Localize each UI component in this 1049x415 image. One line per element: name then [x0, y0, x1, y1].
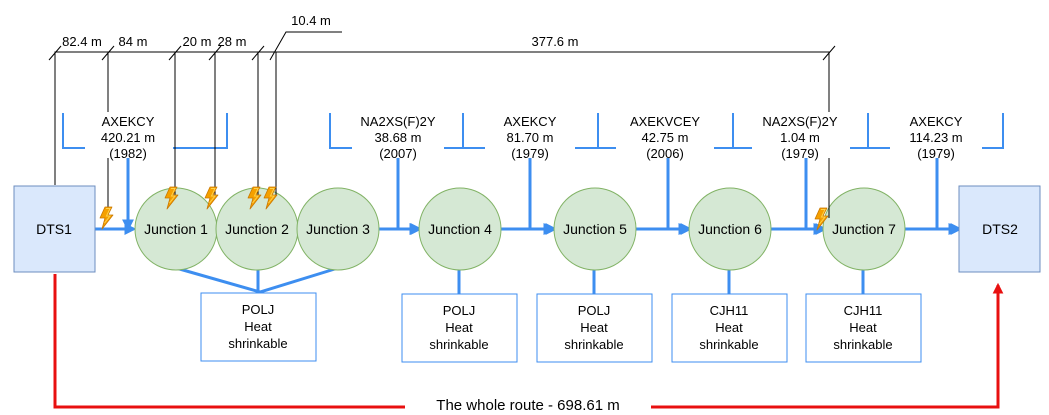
junction-node[interactable]	[553, 187, 637, 271]
cable-year: (1979)	[511, 146, 549, 161]
joint-model: POLJ	[443, 303, 476, 318]
joint-type: Heat	[715, 320, 743, 335]
dts1-box[interactable]	[13, 185, 96, 273]
fault-distance-label: 84 m	[119, 34, 148, 49]
joint-model: POLJ	[578, 303, 611, 318]
joint-type: Heat	[580, 320, 608, 335]
cable-type: NA2XS(F)2Y	[762, 114, 837, 129]
junctions: Junction 1 Junction 2 Junction 3 Junctio…	[134, 187, 906, 271]
joint-boxes: POLJ Heat shrinkable POLJ Heat shrinkabl…	[200, 292, 922, 363]
cable-year: (1979)	[917, 146, 955, 161]
joint-type: Heat	[244, 319, 272, 334]
joint-connectors	[175, 266, 865, 294]
cable-type: AXEKCY	[102, 114, 155, 129]
joint-desc: shrinkable	[699, 337, 758, 352]
joint-desc: shrinkable	[833, 337, 892, 352]
route-label: The whole route - 698.61 m	[436, 397, 619, 414]
cable-type: AXEKCY	[910, 114, 963, 129]
route-label-bg	[405, 393, 651, 413]
joint-box[interactable]	[536, 293, 653, 363]
joint-desc: shrinkable	[564, 337, 623, 352]
cable-type: AXEKCY	[504, 114, 557, 129]
dts2-box[interactable]	[958, 185, 1041, 273]
cable-year: (2006)	[646, 146, 684, 161]
joint-type: Heat	[445, 320, 473, 335]
cable-length: 42.75 m	[642, 130, 689, 145]
junction-node[interactable]	[688, 187, 772, 271]
junction-label: Junction 7	[832, 221, 896, 237]
cable-year: (2007)	[379, 146, 417, 161]
joint-type: Heat	[849, 320, 877, 335]
junction-node[interactable]	[822, 187, 906, 271]
joint-desc: shrinkable	[228, 336, 287, 351]
fault-distance-label: 28 m	[218, 34, 247, 49]
junction-node[interactable]	[296, 187, 380, 271]
dts2-label: DTS2	[982, 221, 1018, 237]
fault-distance-labels: 82.4 m 84 m 20 m 28 m 10.4 m 377.6 m	[62, 13, 578, 49]
cable-type: NA2XS(F)2Y	[360, 114, 435, 129]
joint-box[interactable]	[401, 293, 518, 363]
joint-desc: shrinkable	[429, 337, 488, 352]
junction-label: Junction 2	[225, 221, 289, 237]
junction-node[interactable]	[418, 187, 502, 271]
cable-length: 38.68 m	[375, 130, 422, 145]
fault-distance-label: 10.4 m	[291, 13, 331, 28]
joint-model: CJH11	[844, 303, 883, 318]
junction-label: Junction 4	[428, 221, 492, 237]
cable-length: 114.23 m	[909, 130, 962, 145]
joint-box[interactable]	[805, 293, 922, 363]
cable-type: AXEKVCEY	[630, 114, 700, 129]
joint-box[interactable]	[200, 292, 317, 362]
fault-distance-label: 20 m	[183, 34, 212, 49]
lightning-icon	[99, 206, 114, 230]
joint-model: POLJ	[242, 302, 275, 317]
cable-labels: AXEKCY 420.21 m (1982) NA2XS(F)2Y 38.68 …	[85, 112, 982, 161]
dts1-label: DTS1	[36, 221, 72, 237]
cable-length: 420.21 m	[101, 130, 155, 145]
cable-length: 81.70 m	[507, 130, 554, 145]
junction-label: Junction 1	[144, 221, 208, 237]
junction-label: Junction 5	[563, 221, 627, 237]
cable-year: (1982)	[109, 146, 147, 161]
junction-label: Junction 3	[306, 221, 370, 237]
fault-distance-label: 82.4 m	[62, 34, 102, 49]
junction-label: Junction 6	[698, 221, 762, 237]
cable-length: 1.04 m	[780, 130, 820, 145]
joint-box[interactable]	[671, 293, 788, 363]
joint-model: CJH11	[710, 303, 749, 318]
cable-year: (1979)	[781, 146, 819, 161]
fault-distance-label: 377.6 m	[532, 34, 579, 49]
